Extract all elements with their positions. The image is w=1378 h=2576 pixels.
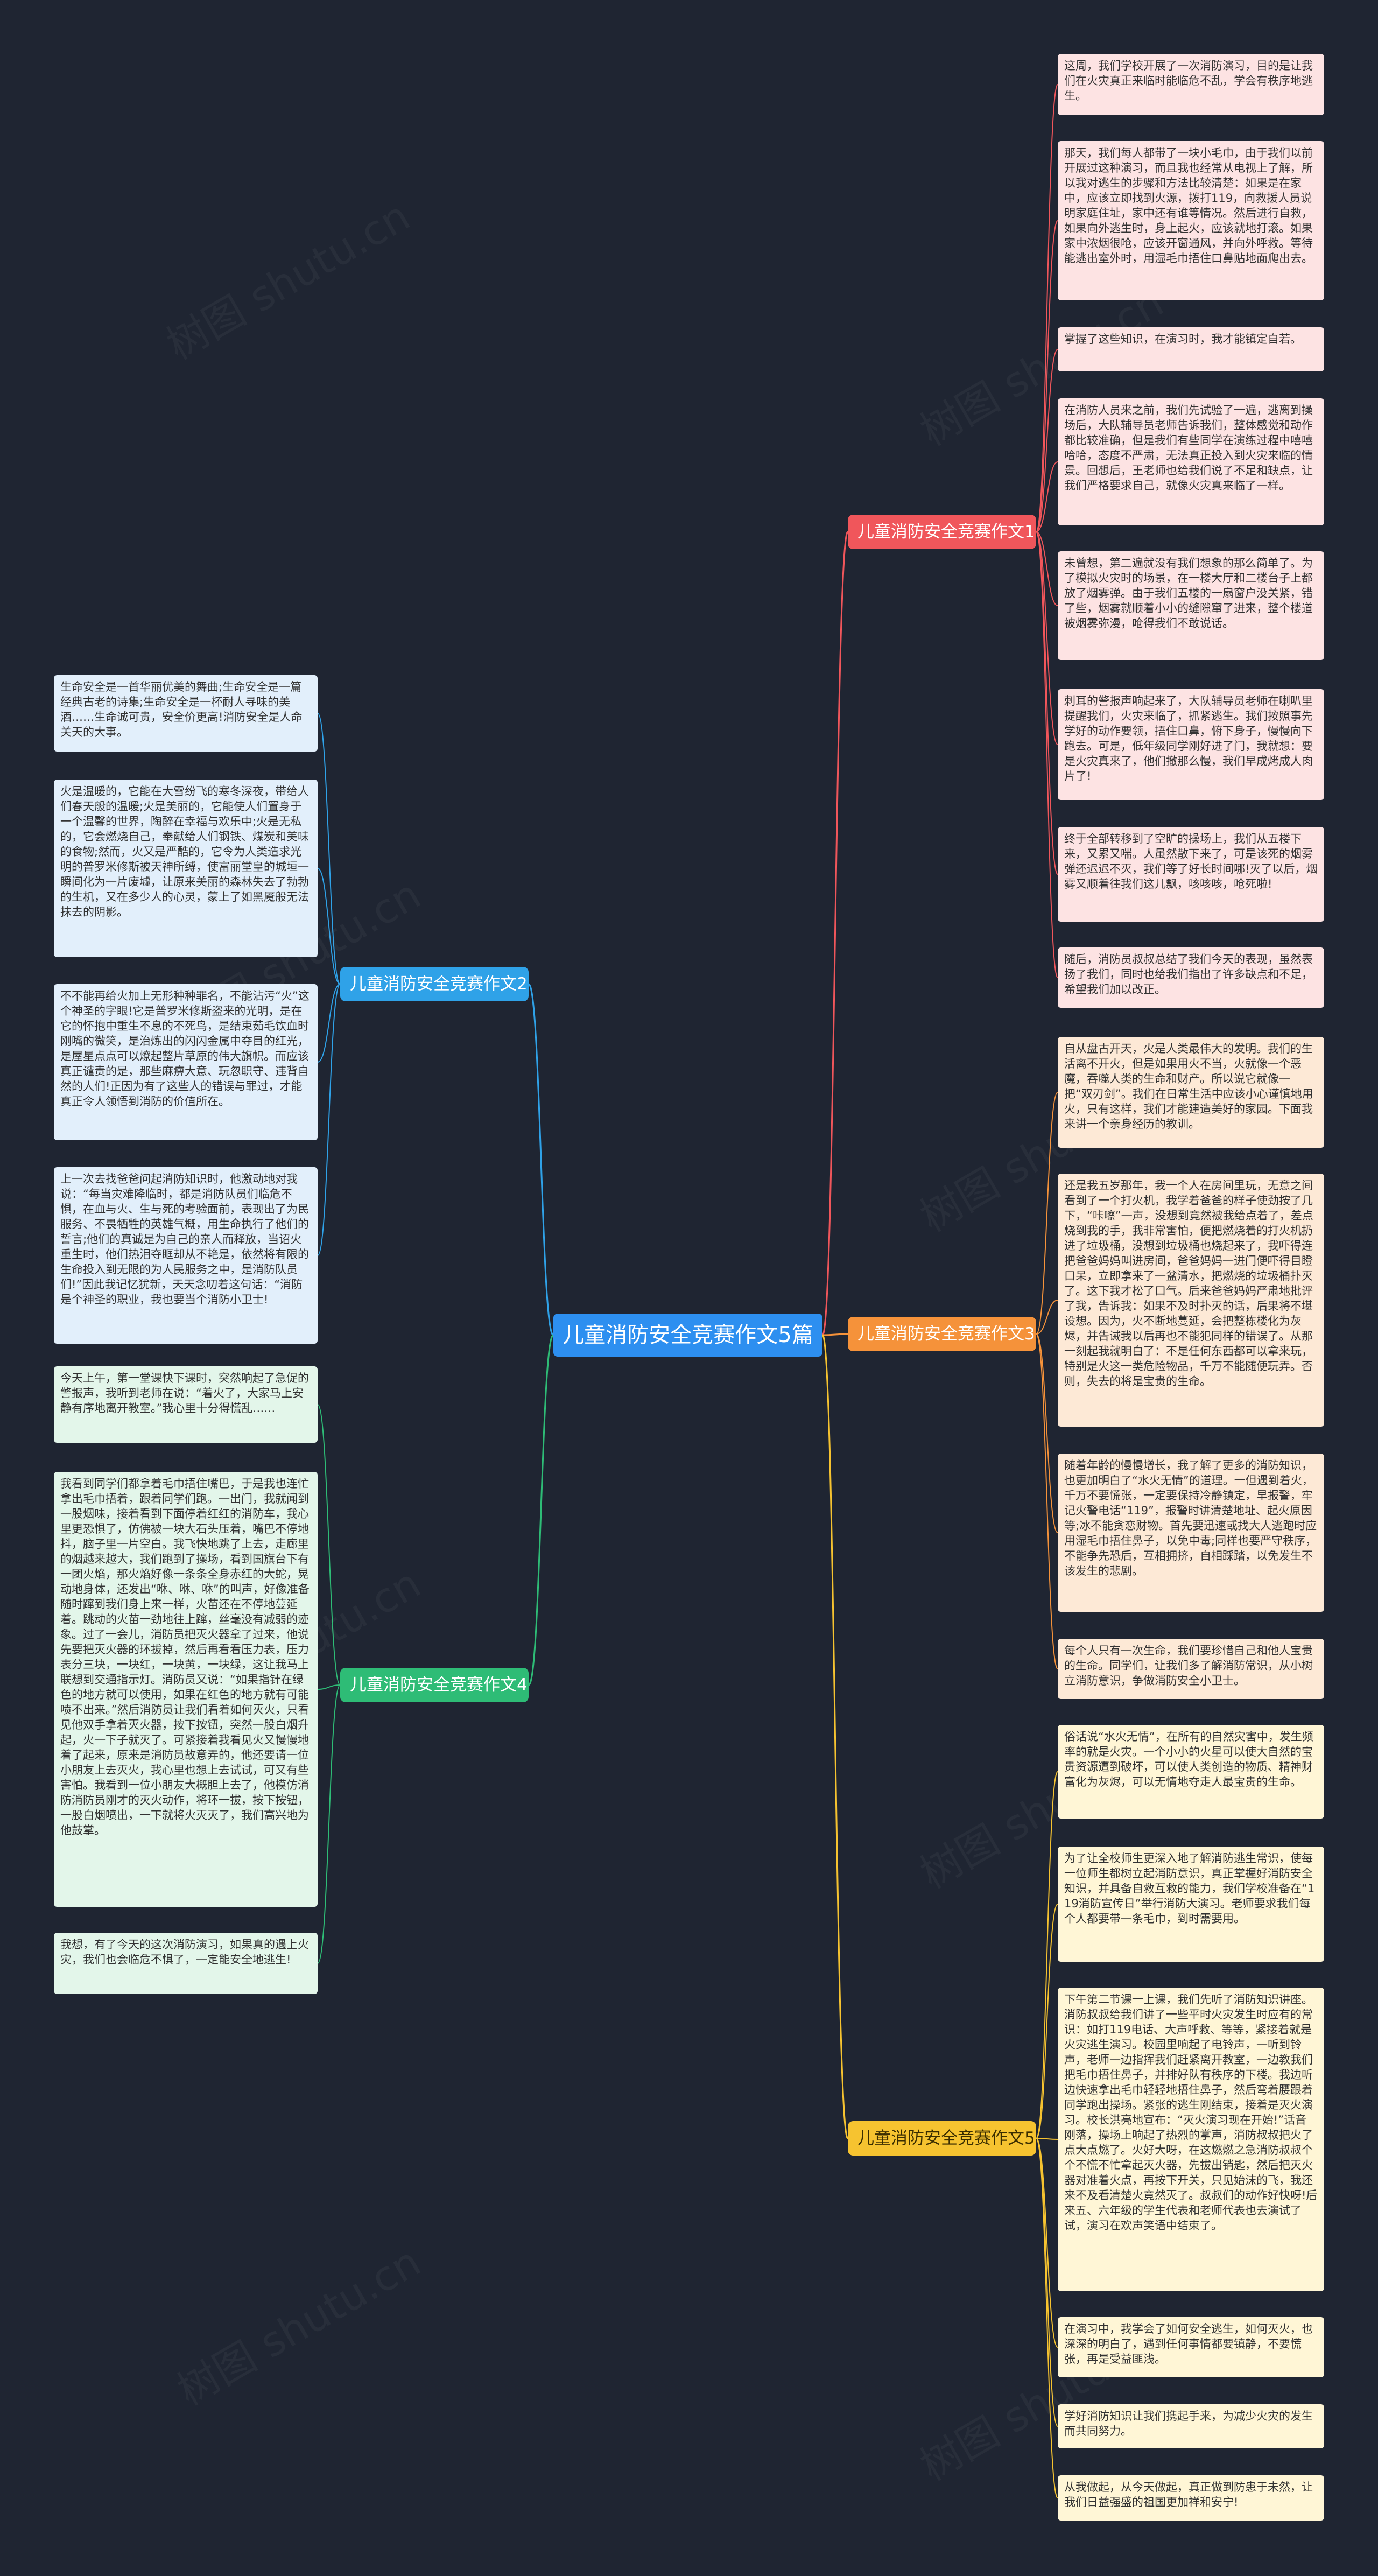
connector-line [821,1334,849,2139]
connector-line [1036,531,1058,875]
leaf-note[interactable]: 生命安全是一首华丽优美的舞曲;生命安全是一篇经典古老的诗集;生命安全是一杯耐人寻… [54,675,318,752]
branch-topic-1[interactable]: 儿童消防安全竞赛作文1 [848,515,1036,549]
connector-line [1036,1300,1058,1335]
connector-line [1036,2138,1058,2140]
leaf-note[interactable]: 掌握了这些知识，在演习时，我才能镇定自若。 [1058,327,1324,371]
leaf-note[interactable]: 这周，我们学校开展了一次消防演习，目的是让我们在火灾真正来临时能临危不乱，学会有… [1058,54,1324,115]
root-topic[interactable]: 儿童消防安全竞赛作文5篇 [553,1314,822,1357]
leaf-note[interactable]: 随后，消防员叔叔总结了我们今天的表现，虽然表扬了我们，同时也给我们指出了许多缺点… [1058,947,1324,1008]
leaf-note[interactable]: 下午第二节课一上课，我们先听了消防知识讲座。消防叔叔给我们讲了一些平时火灾发生时… [1058,1988,1324,2291]
connector-line [317,1684,341,1690]
leaf-note[interactable]: 从我做起，从今天做起，真正做到防患于未然，让我们日益强盛的祖国更加祥和安宁! [1058,2475,1324,2521]
leaf-note[interactable]: 刺耳的警报声响起来了，大队辅导员老师在喇叭里提醒我们，火灾来临了，抓紧逃生。我们… [1058,689,1324,800]
connector-line [1036,1092,1058,1335]
connector-line [1036,531,1058,978]
connector-line [1036,531,1058,606]
connector-line [1036,1333,1058,1533]
branch-topic-2[interactable]: 儿童消防安全竞赛作文2 [340,967,529,1001]
leaf-note[interactable]: 学好消防知识让我们携起手来，为减少火灾的发生而共同努力。 [1058,2404,1324,2448]
leaf-note[interactable]: 自从盘古开天，火是人类最伟大的发明。我们的生活离不开火，但是如果用火不当，火就像… [1058,1037,1324,1148]
connector-line [1036,1771,1058,2139]
leaf-note[interactable]: 每个人只有一次生命，我们要珍惜自己和他人宝贵的生命。同学们，让我们多了解消防常识… [1058,1639,1324,1699]
connector-line [822,1333,848,1336]
connector-line [1036,220,1058,532]
connector-line [1036,531,1058,745]
leaf-note[interactable]: 上一次去找爸爸问起消防知识时，他激动地对我说：“每当灾难降临时，都是消防队员们临… [54,1167,318,1344]
leaf-note[interactable]: 还是我五岁那年，我一个人在房间里玩，无意之间看到了一个打火机，我学着爸爸的样子使… [1058,1174,1324,1427]
leaf-note[interactable]: 在演习中，我学会了如何安全逃生，如何灭火，也深深的明白了，遇到任何事情都要镇静，… [1058,2317,1324,2377]
leaf-note[interactable]: 不不能再给火加上无形种种罪名，不能沾污“火”这个神圣的字眼!它是普罗米修斯盗来的… [54,984,318,1140]
connector-line [1036,1333,1058,1669]
leaf-note[interactable]: 我看到同学们都拿着毛巾捂住嘴巴，于是我也连忙拿出毛巾捂着，跟着同学们跑。一出门，… [54,1472,318,1907]
connector-line [1036,1904,1058,2139]
branch-topic-5[interactable]: 儿童消防安全竞赛作文5 [848,2121,1036,2156]
connector-line [317,1684,341,1964]
branch-topic-3[interactable]: 儿童消防安全竞赛作文3 [848,1317,1036,1351]
connector-line [1036,2138,1058,2427]
leaf-note[interactable]: 在消防人员来之前，我们先试验了一遍，逃离到操场后，大队辅导员老师告诉我们，整体感… [1058,398,1324,525]
connector-line [528,1334,554,1686]
leaf-note[interactable]: 终于全部转移到了空旷的操场上，我们从五楼下来，又累又喘。人虽然散下来了，可是该死… [1058,827,1324,922]
connector-line [1036,2138,1058,2348]
leaf-note[interactable]: 随着年龄的慢慢增长，我了解了更多的消防知识，也更加明白了“水火无情”的道理。一但… [1058,1454,1324,1612]
branch-topic-4[interactable]: 儿童消防安全竞赛作文4 [340,1668,529,1702]
leaf-note[interactable]: 我想，有了今天的这次消防演习，如果真的遇上火灾，我们也会临危不惧了，一定能安全地… [54,1933,318,1994]
connector-line [317,713,341,985]
leaf-note[interactable]: 火是温暖的，它能在大雪纷飞的寒冬深夜，带给人们春天般的温暖;火是美丽的，它能使人… [54,780,318,957]
connector-line [1036,349,1058,532]
connector-line [821,531,849,1336]
leaf-note[interactable]: 那天，我们每人都带了一块小毛巾，由于我们以前开展过这种演习，而且我也经常从电视上… [1058,141,1324,300]
leaf-note[interactable]: 俗话说“水火无情”，在所有的自然灾害中，发生频率的就是火灾。一个小小的火星可以使… [1058,1725,1324,1819]
connector-line [1036,461,1058,532]
connector-line [528,983,554,1336]
connector-line [1036,84,1058,532]
connector-line [317,984,341,1063]
connector-line [317,1404,341,1686]
connector-line [317,868,341,985]
leaf-note[interactable]: 未曾想，第二遍就没有我们想象的那么简单了。为了模拟火灾时的场景，在一楼大厅和二楼… [1058,551,1324,660]
connector-line [1036,2138,1058,2498]
leaf-note[interactable]: 为了让全校师生更深入地了解消防逃生常识，使每一位师生都树立起消防意识，真正掌握好… [1058,1847,1324,1962]
connector-line [317,984,341,1256]
leaf-note[interactable]: 今天上午，第一堂课快下课时，突然响起了急促的警报声，我听到老师在说：“着火了，大… [54,1366,318,1443]
